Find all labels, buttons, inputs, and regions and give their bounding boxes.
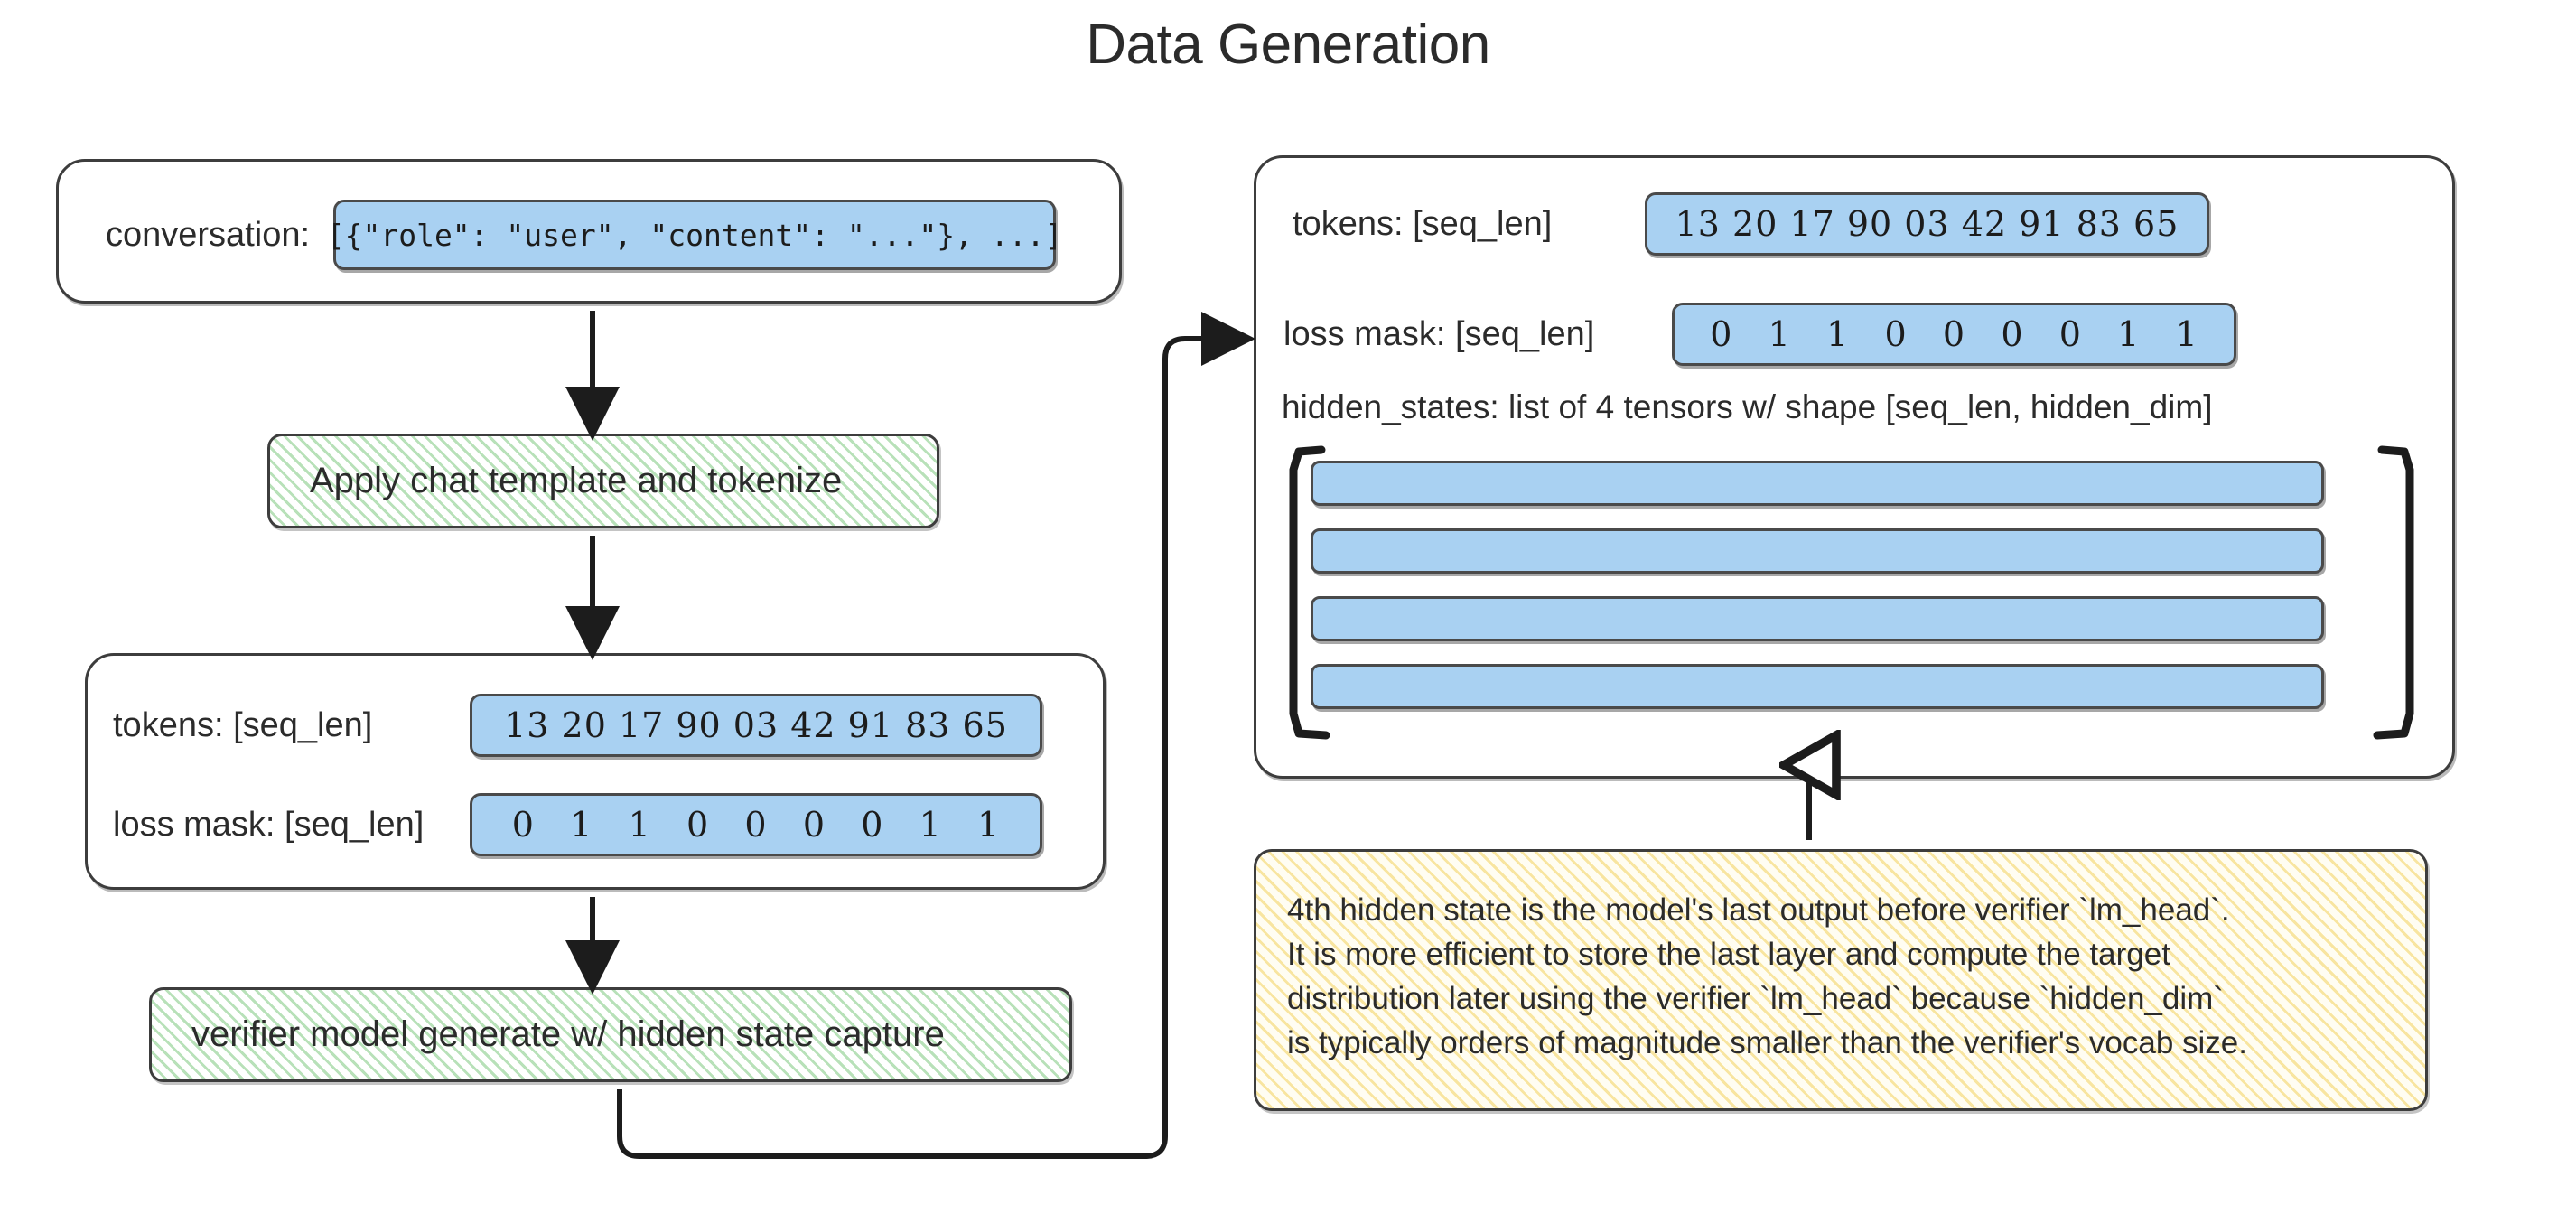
output-panel: tokens: [seq_len] 13 20 17 90 03 42 91 8… bbox=[1254, 155, 2455, 779]
output-loss-mask-row: loss mask: [seq_len] 0 1 1 0 0 0 0 1 1 bbox=[1256, 303, 2236, 366]
loss-mask-value-chip: 0 1 1 0 0 0 0 1 1 bbox=[470, 793, 1042, 856]
note-line-4: is typically orders of magnitude smaller… bbox=[1287, 1025, 2247, 1060]
output-tokens-label: tokens: [seq_len] bbox=[1293, 204, 1553, 243]
output-tokens-value-chip: 13 20 17 90 03 42 91 83 65 bbox=[1645, 192, 2209, 256]
loss-mask-value: 0 1 1 0 0 0 0 1 1 bbox=[511, 805, 1001, 845]
conversation-label: conversation: bbox=[106, 215, 311, 254]
tokens-value: 13 20 17 90 03 42 91 83 65 bbox=[504, 705, 1008, 745]
tokens-label: tokens: [seq_len] bbox=[113, 705, 373, 744]
step-verifier-generate-label: verifier model generate w/ hidden state … bbox=[191, 1014, 945, 1054]
output-loss-mask-value-chip: 0 1 1 0 0 0 0 1 1 bbox=[1672, 303, 2236, 366]
hidden-state-bar-1 bbox=[1311, 461, 2324, 506]
tokenized-panel: tokens: [seq_len] 13 20 17 90 03 42 91 8… bbox=[85, 653, 1106, 890]
note-line-3: distribution later using the verifier `l… bbox=[1287, 981, 2224, 1016]
tokens-value-chip: 13 20 17 90 03 42 91 83 65 bbox=[470, 694, 1042, 757]
step-verifier-generate[interactable]: verifier model generate w/ hidden state … bbox=[149, 987, 1072, 1082]
tokens-row: tokens: [seq_len] 13 20 17 90 03 42 91 8… bbox=[113, 694, 1042, 757]
note-line-2: It is more efficient to store the last l… bbox=[1287, 937, 2170, 972]
conversation-row: conversation: [{"role": "user", "content… bbox=[106, 200, 1062, 270]
conversation-value: [{"role": "user", "content": "..."}, ...… bbox=[326, 217, 1063, 253]
output-loss-mask-value: 0 1 1 0 0 0 0 1 1 bbox=[1710, 314, 2198, 354]
output-loss-mask-label: loss mask: [seq_len] bbox=[1283, 314, 1595, 353]
hidden-states-label: hidden_states: list of 4 tensors w/ shap… bbox=[1282, 388, 2213, 425]
output-tokens-value: 13 20 17 90 03 42 91 83 65 bbox=[1675, 204, 2179, 244]
hidden-state-bar-4 bbox=[1311, 664, 2324, 709]
loss-mask-row: loss mask: [seq_len] 0 1 1 0 0 0 0 1 1 bbox=[113, 793, 1042, 856]
output-tokens-row: tokens: [seq_len] 13 20 17 90 03 42 91 8… bbox=[1293, 192, 2209, 256]
step-apply-chat-template[interactable]: Apply chat template and tokenize bbox=[267, 434, 939, 528]
hidden-state-bar-2 bbox=[1311, 528, 2324, 574]
explanation-note: 4th hidden state is the model's last out… bbox=[1254, 849, 2428, 1111]
note-line-1: 4th hidden state is the model's last out… bbox=[1287, 892, 2230, 928]
step-apply-chat-template-label: Apply chat template and tokenize bbox=[310, 461, 843, 500]
loss-mask-label: loss mask: [seq_len] bbox=[113, 805, 425, 844]
hidden-state-bar-3 bbox=[1311, 596, 2324, 641]
conversation-value-chip: [{"role": "user", "content": "..."}, ...… bbox=[327, 200, 1062, 270]
conversation-panel: conversation: [{"role": "user", "content… bbox=[56, 159, 1122, 304]
page-title: Data Generation bbox=[1086, 14, 1490, 76]
